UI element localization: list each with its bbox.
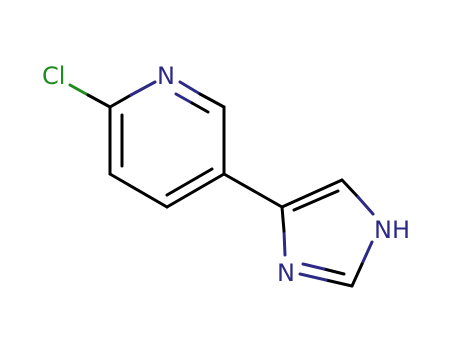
bond-cl-c2-cl-part [68,83,90,97]
bond-c4i-c5i-inner [292,189,340,212]
bond-n1h-c2i-n-part [360,240,374,266]
bond-c2i-n3-inner-c [322,267,346,276]
bond-n3-c4i-n-part [282,229,287,257]
bond-n1-c6-inner-c [190,101,210,114]
bond-c5-c4 [165,172,226,209]
bond-c2i-n3-n-part [298,272,328,282]
bond-c2i-n3-c-part [324,278,354,288]
atom-imidazole-nh-label: NH [374,216,410,244]
atom-pyridine-nitrogen-label: N [157,62,175,90]
bond-n1h-c2i-c-part [350,262,364,288]
bond-c5-c4-inner [165,167,214,197]
atom-chlorine-label: Cl [42,62,65,90]
atom-imidazole-nitrogen-label: N [277,259,295,287]
bond-c4-c3 [108,172,169,209]
bond-c2-n1-n-part [129,80,157,97]
bond-cl-c2-c-part [86,93,112,109]
bond-c5i-n1h-n-part [356,195,375,216]
bond-c4i-c5i [280,178,344,209]
bond-n1-c6-inner-n [174,92,194,105]
bond-n3-c4i-c-part [280,205,286,233]
bond-c2i-n3-inner-n [301,262,326,271]
bond-c2-n1-c-part [108,93,133,109]
bond-n1-c6-n-part [178,80,202,96]
bond-n1-c6-c-part [198,92,226,109]
bond-pyr-imid [222,172,284,209]
bond-c5i-n1h-c-part [340,178,360,199]
